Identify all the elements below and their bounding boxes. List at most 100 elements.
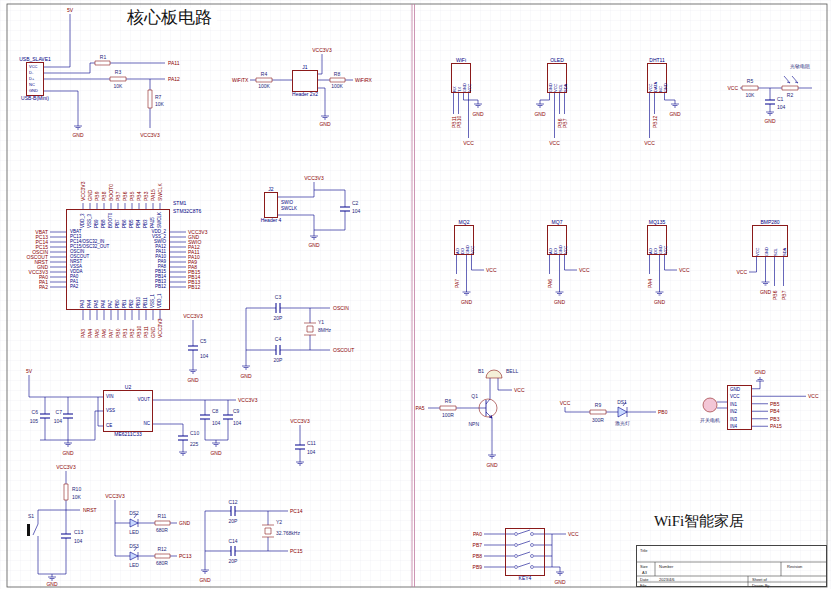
net-label: GND <box>461 300 472 305</box>
net-label: PA4 <box>88 329 93 338</box>
part-value: 104 <box>307 450 315 455</box>
pin-name: PB6 <box>123 219 128 228</box>
net-label: VCC <box>736 270 747 275</box>
part-value: 104 <box>212 421 220 426</box>
pin-name: PB12 <box>155 285 166 290</box>
part-value: 10K <box>114 84 123 89</box>
net-label: VCC3V3 <box>183 314 202 319</box>
pin-name: RX <box>453 86 457 92</box>
part-value: C12 <box>228 500 237 505</box>
pin-name: DO <box>654 248 658 254</box>
pin-name: IN4 <box>730 425 737 430</box>
pin-name: VDD_3 <box>81 213 86 228</box>
net-label: VCC <box>727 86 738 91</box>
pin-name: IN3 <box>730 418 737 423</box>
pin-name: NC <box>659 86 663 92</box>
part-heading: MQ7 <box>552 220 563 225</box>
title-block-field: File <box>640 584 646 588</box>
part-heading: MQ2 <box>459 220 470 225</box>
switch-symbol <box>33 524 545 567</box>
net-label: PB10 <box>137 326 142 338</box>
part-value: 104 <box>54 419 62 424</box>
pin-name: PA7 <box>109 300 114 308</box>
pin-name: VDD_2 <box>151 230 166 235</box>
net-label: PB5 <box>770 401 779 406</box>
pin-name: VCC <box>471 246 475 254</box>
part-value: 104 <box>233 421 241 426</box>
pin-name: PA9 <box>158 260 166 265</box>
part-heading: BMP280 <box>760 220 779 225</box>
pin-name: VDD_1 <box>158 293 163 308</box>
part-value: R2 <box>787 93 793 98</box>
part-value: R1 <box>100 55 106 60</box>
title-block-field: Date <box>640 578 648 582</box>
pin-name: VCC <box>468 84 472 92</box>
led-bar <box>134 76 798 560</box>
net-label: 5V <box>67 8 73 13</box>
part-value: C13 <box>74 530 83 535</box>
pin-name: PB7 <box>116 219 121 228</box>
net-label: GND <box>46 582 57 587</box>
pin-name: GND <box>659 245 663 254</box>
part-value: 20P <box>229 559 238 564</box>
pin-name: VSS_2 <box>152 235 166 240</box>
part-value: LED <box>129 530 139 535</box>
component-box: MQ2AODOGNDVCC <box>454 225 474 255</box>
net-label: BOOT0 <box>109 184 114 201</box>
title-block-field: 2023/4/6 <box>659 578 675 582</box>
switch-contact <box>515 555 518 558</box>
net-label: VCC <box>644 141 655 146</box>
part-value: C5 <box>200 339 206 344</box>
switch-contact <box>531 544 534 547</box>
transistor-symbol <box>479 399 497 417</box>
pin-name: GND <box>549 83 553 92</box>
component-box: J2Header 4 <box>264 192 278 218</box>
net-label: GND <box>308 243 319 248</box>
ground-symbol <box>48 104 774 580</box>
net-label: GND <box>534 112 545 117</box>
part-value: 10K <box>155 102 164 107</box>
net-label: WiFiRX <box>355 78 372 83</box>
part-value: R9 <box>595 403 601 408</box>
part-value: C11 <box>307 441 316 446</box>
pin-name: PA1 <box>70 280 78 285</box>
net-label: PA2 <box>39 285 48 290</box>
net-label: PB9 <box>473 565 482 570</box>
net-label: VCC <box>568 532 579 537</box>
pin-name: VIN <box>106 395 114 400</box>
part-value: 激光灯 <box>615 421 630 426</box>
pin-name: NC <box>144 422 151 427</box>
part-value: Y1 <box>318 320 324 325</box>
pin-name: VOUT <box>137 398 150 403</box>
pin-name: NC <box>29 83 35 87</box>
resistor-symbol <box>64 61 798 558</box>
net-label: GND <box>669 112 680 117</box>
net-label: PC13 <box>179 554 192 559</box>
net-label: PA11 <box>168 61 180 66</box>
pin-name: PB3 <box>144 219 149 228</box>
pin-name: VCC <box>756 248 760 256</box>
project-caption: WiFi智能家居 <box>654 514 744 529</box>
part-value: Q1 <box>471 394 478 399</box>
part-value: 光敏电阻 <box>790 64 810 69</box>
net-label: GND <box>319 122 330 127</box>
motor-symbol <box>703 398 717 412</box>
pin-name: VCC <box>730 395 740 400</box>
pin-name: PB11 <box>144 297 149 308</box>
part-value: 8MHz <box>318 328 331 333</box>
component-box: DHT11VCCDATANCGND <box>647 63 667 93</box>
pin-name: VBAT <box>70 230 81 235</box>
part-heading: ME6211C33 <box>114 432 141 437</box>
net-label: GND <box>240 374 251 379</box>
net-label: VCC3V3 <box>290 419 309 424</box>
net-label: OSCIN <box>333 306 349 311</box>
title-block-field: Number <box>659 565 673 569</box>
net-label: PB7 <box>562 119 567 128</box>
title-block-field: Revision <box>787 565 802 569</box>
net-label: GND <box>472 112 483 117</box>
part-heading: USB_SLAVE1 <box>19 57 51 62</box>
net-label: PB3 <box>770 416 779 421</box>
net-label: PB3 <box>144 192 149 201</box>
net-label: PB8 <box>102 192 107 201</box>
